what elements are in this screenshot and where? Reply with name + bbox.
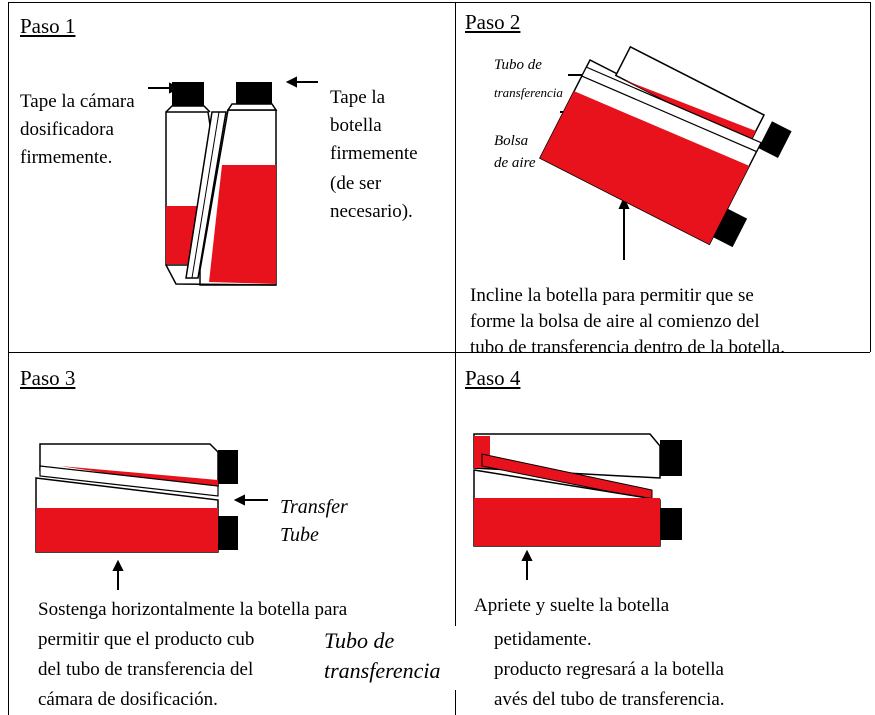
divider-vertical-right [870,2,871,352]
step1-left-line3: firmemente. [20,147,113,168]
divider-vertical [8,2,9,352]
step1-right-line5: necesario). [330,201,413,222]
step3-tube-label-line2: Tube [280,524,319,546]
step2-tube-label-line2: transferencia [494,85,563,100]
divider-horizontal-middle [8,352,870,353]
step2-tube-label-line1: Tubo de [494,57,542,73]
overlay-line2: transferencia [324,658,441,683]
divider-vertical-center [455,2,456,715]
step3-caption-line2: permitir que el producto cub [38,629,255,650]
step3-caption-line3: del tubo de transferencia del [38,659,254,680]
step1-title: Paso 1 [20,14,76,38]
step4-caption-line4: avés del tubo de transferencia. [494,689,725,710]
step1-right-line3: firmemente [330,143,418,164]
floating-tube-label: Tubo de transferencia [316,626,484,690]
divider-horizontal-top [8,2,870,3]
step2-caption-line3: tubo de transferencia dentro de la botel… [470,337,785,358]
divider-vertical [8,352,9,715]
step2-bag-label-line1: Bolsa [494,133,529,149]
step4-caption-line1: Apriete y suelte la botella [474,595,670,616]
step2-caption-line1: Incline la botella para permitir que se [470,285,754,306]
step3-caption-line4: cámara de dosificación. [38,689,218,710]
step1-left-line2: dosificadora [20,119,114,140]
step2-title: Paso 2 [465,10,521,34]
step4-caption-line3: producto regresará a la botella [494,659,724,680]
step4-title: Paso 4 [465,366,521,390]
step1-right-line1: Tape la [330,87,386,108]
arrow-icon [521,549,533,580]
step2-caption-line2: forme la bolsa de aire al comienzo del [470,311,760,332]
step1-left-line1: Tape la cámara [20,91,135,112]
step3-title: Paso 3 [20,366,76,390]
step1-right-line4: (de ser [330,173,382,194]
arrow-icon [112,494,268,590]
step2-bag-label-line2: de aire [494,155,536,171]
step3-tube-label-line1: Transfer [280,496,348,518]
step3-caption-line1: Sostenga horizontalmente la botella para [38,599,348,620]
overlay-line1: Tubo de [324,628,395,653]
step1-right-line2: botella [330,115,382,136]
step4-caption-line2: petidamente. [494,629,592,650]
